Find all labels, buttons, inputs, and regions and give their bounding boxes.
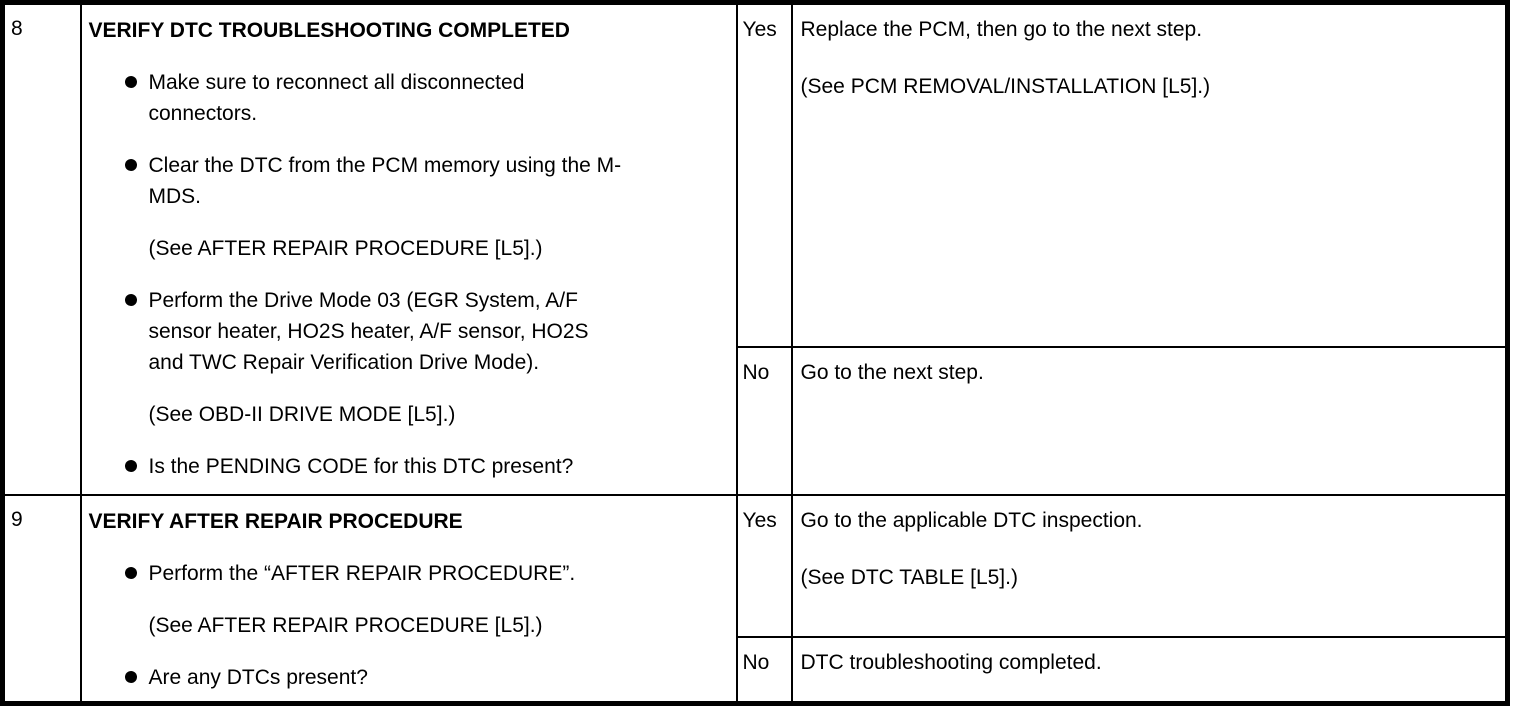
bullet-icon	[124, 670, 137, 683]
bullet-text: Are any DTCs present?	[148, 665, 368, 689]
answer-label: No	[742, 650, 770, 674]
inspection-title: VERIFY AFTER REPAIR PROCEDURE	[88, 509, 463, 533]
step-number: 8	[11, 17, 23, 40]
action-text: DTC troubleshooting completed.	[800, 650, 1102, 674]
action-reference: (See PCM REMOVAL/INSTALLATION [L5].)	[800, 75, 1211, 98]
action-cell-8-yes: Replace the PCM, then go to the next ste…	[790, 1, 1509, 348]
inspection-cell-8: VERIFY DTC TROUBLESHOOTING COMPLETED Mak…	[79, 1, 738, 496]
bullet-icon	[124, 159, 137, 171]
answer-cell-8-yes: Yes	[735, 1, 793, 348]
bullet-item: Is the PENDING CODE for this DTC present…	[89, 451, 728, 482]
action-text: Go to the next step.	[800, 360, 984, 384]
action-reference: (See DTC TABLE [L5].)	[800, 565, 1018, 589]
action-text: Go to the applicable DTC inspection.	[800, 508, 1143, 532]
answer-label: No	[742, 360, 770, 384]
bullet-item: Make sure to reconnect all disconnected …	[89, 67, 728, 129]
answer-cell-9-yes: Yes	[735, 493, 793, 638]
answer-label: Yes	[742, 18, 777, 41]
inspection-cell-9: VERIFY AFTER REPAIR PROCEDURE Perform th…	[79, 493, 738, 705]
action-cell-9-no: DTC troubleshooting completed.	[790, 635, 1509, 705]
bullet-item: Clear the DTC from the PCM memory using …	[89, 150, 728, 212]
answer-cell-8-no: No	[735, 345, 793, 496]
step-cell-8: 8	[1, 1, 82, 496]
bullet-text: Perform the Drive Mode 03 (EGR System, A…	[148, 289, 589, 374]
bullet-item: Perform the Drive Mode 03 (EGR System, A…	[89, 285, 728, 378]
see-reference: (See AFTER REPAIR PROCEDURE [L5].)	[148, 613, 543, 637]
inspection-title: VERIFY DTC TROUBLESHOOTING COMPLETED	[88, 19, 570, 42]
bullet-text: Make sure to reconnect all disconnected …	[148, 71, 525, 125]
bullet-text: Is the PENDING CODE for this DTC present…	[148, 455, 574, 478]
bullet-icon	[124, 566, 137, 579]
answer-label: Yes	[742, 508, 777, 532]
see-reference: (See OBD-II DRIVE MODE [L5].)	[148, 403, 456, 426]
action-cell-9-yes: Go to the applicable DTC inspection. (Se…	[790, 493, 1509, 638]
bullet-item: Perform the “AFTER REPAIR PROCEDURE”.	[89, 558, 728, 589]
step-cell-9: 9	[1, 493, 82, 705]
step-number: 9	[11, 507, 23, 531]
bullet-item: Are any DTCs present?	[89, 662, 728, 693]
answer-cell-9-no: No	[735, 635, 793, 705]
action-cell-8-no: Go to the next step.	[790, 345, 1509, 496]
bullet-icon	[124, 294, 137, 306]
bullet-icon	[124, 76, 137, 88]
bullet-text: Clear the DTC from the PCM memory using …	[148, 154, 622, 208]
bullet-text: Perform the “AFTER REPAIR PROCEDURE”.	[148, 561, 576, 585]
action-text: Replace the PCM, then go to the next ste…	[800, 18, 1203, 41]
see-reference: (See AFTER REPAIR PROCEDURE [L5].)	[148, 237, 543, 260]
bullet-icon	[124, 460, 137, 472]
